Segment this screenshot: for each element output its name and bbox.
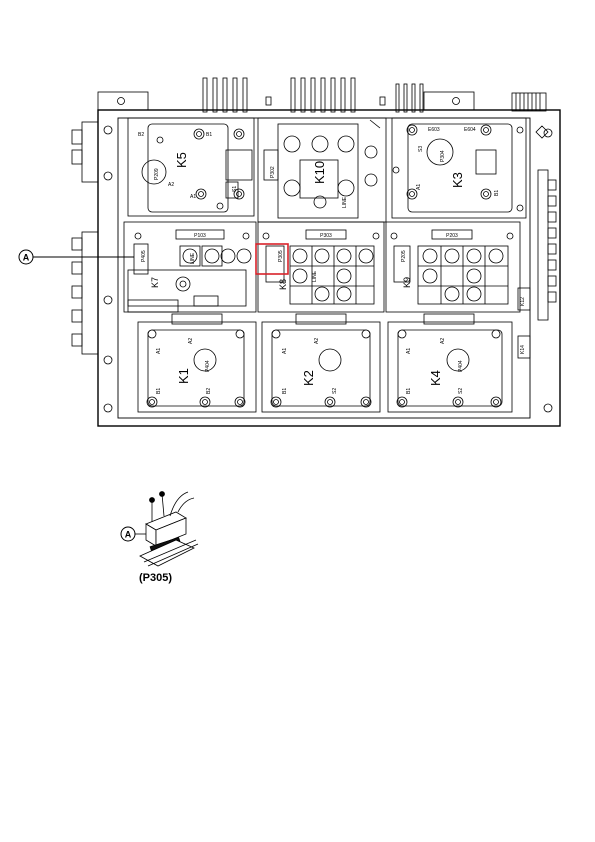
label-k10: K10 <box>312 161 327 184</box>
module-k3 <box>391 117 527 219</box>
label-p404-b: P404 <box>458 360 464 372</box>
detail-caption: (P305) <box>139 572 172 584</box>
label-k9: K9 <box>402 277 412 288</box>
label-p203: P203 <box>446 233 458 239</box>
label-a1-k2: A1 <box>282 348 288 354</box>
label-s1-k5: S1 <box>232 186 238 192</box>
label-k7: K7 <box>150 277 160 288</box>
right-wall-connectors <box>517 128 557 413</box>
knurled-connector <box>511 92 547 112</box>
label-s3: S3 <box>418 146 424 152</box>
label-b1-k2: B1 <box>282 388 288 394</box>
label-b1-k1: B1 <box>156 388 162 394</box>
label-k8: K8 <box>278 279 288 290</box>
heat-sink-fins-right <box>395 83 424 113</box>
label-p205: P205 <box>401 250 407 262</box>
label-s2-k4: S2 <box>458 388 464 394</box>
label-k1: K1 <box>176 368 191 384</box>
label-a1-k4: A1 <box>406 348 412 354</box>
label-p209: P209 <box>154 168 160 180</box>
module-k2 <box>261 321 381 413</box>
module-k5 <box>127 117 255 217</box>
detail-callout-letter: A <box>125 530 132 540</box>
label-k12: K12 <box>520 297 526 306</box>
label-k3: K3 <box>450 172 465 188</box>
label-line-left: LINE <box>190 252 196 264</box>
label-b1-k3: B1 <box>494 190 500 196</box>
label-e603: E603 <box>428 127 440 133</box>
label-a2-k4: A2 <box>440 338 446 344</box>
label-b2-k5: B2 <box>138 132 144 138</box>
label-b1-k5: B1 <box>206 132 212 138</box>
label-k14: K14 <box>520 345 526 354</box>
label-p405: P405 <box>141 250 147 262</box>
label-a1-k5: A1 <box>190 194 196 200</box>
left-wall-connectors <box>71 121 113 413</box>
label-line-middle: LINE <box>312 270 318 282</box>
label-k5: K5 <box>174 152 189 168</box>
label-p304: P304 <box>440 150 446 162</box>
label-p302: P302 <box>270 166 276 178</box>
label-a2-k2: A2 <box>314 338 320 344</box>
highlight-box <box>255 243 289 275</box>
label-p103: P103 <box>194 233 206 239</box>
relay-bank-right <box>385 221 521 313</box>
label-p303: P303 <box>320 233 332 239</box>
label-b1-k4: B1 <box>406 388 412 394</box>
p305-connector-drawing <box>135 491 199 567</box>
label-k4: K4 <box>428 370 443 386</box>
label-p305: P305 <box>278 250 284 262</box>
label-a1-k3: A1 <box>416 184 422 190</box>
label-a2-k5: A2 <box>168 182 174 188</box>
module-k1 <box>137 321 257 413</box>
label-line-k10: LINE <box>342 196 348 208</box>
label-s2-k2: S2 <box>332 388 338 394</box>
label-k2: K2 <box>301 370 316 386</box>
heat-sink-fins-middle <box>290 77 356 113</box>
relay-bank-middle <box>257 221 385 313</box>
label-b2-k1: B2 <box>206 388 212 394</box>
callout-letter: A <box>23 253 30 263</box>
label-e604: E604 <box>464 127 476 133</box>
label-a1-k1: A1 <box>156 348 162 354</box>
callout-circle <box>18 249 34 265</box>
module-k4 <box>387 321 513 413</box>
label-a2-k1: A2 <box>188 338 194 344</box>
heat-sink-fins-left <box>202 77 248 113</box>
label-p404: P404 <box>205 360 211 372</box>
